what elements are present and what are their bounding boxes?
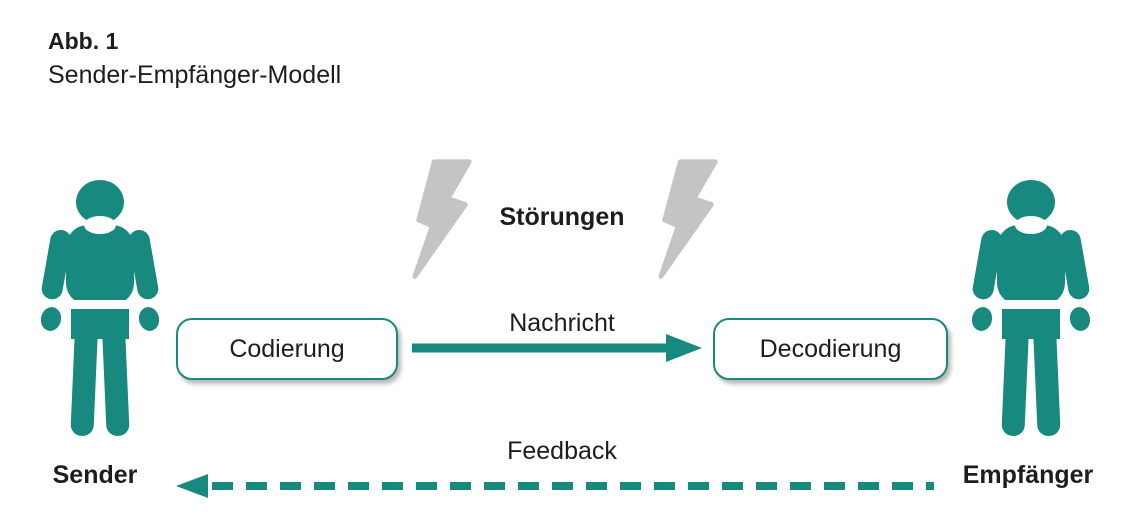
encoding-box: Codierung [176, 318, 398, 380]
lightning-bolt-icon [410, 158, 478, 284]
figure-label: Abb. 1 [48, 28, 119, 54]
decoding-box: Decodierung [713, 318, 948, 380]
receiver-label: Empfänger [962, 461, 1094, 489]
encoding-box-label: Codierung [229, 334, 345, 363]
feedback-label: Feedback [507, 437, 617, 465]
sender-person-icon [35, 178, 165, 438]
receiver-person-icon [966, 178, 1096, 438]
lightning-bolt-icon [656, 158, 724, 284]
feedback-arrow [176, 474, 934, 498]
message-arrow [412, 334, 702, 362]
decoding-box-label: Decodierung [759, 334, 902, 363]
figure-title: Sender-Empfänger-Modell [48, 61, 342, 89]
message-label: Nachricht [509, 309, 615, 337]
disturbance-label: Störungen [499, 203, 625, 231]
sender-label: Sender [52, 461, 138, 489]
